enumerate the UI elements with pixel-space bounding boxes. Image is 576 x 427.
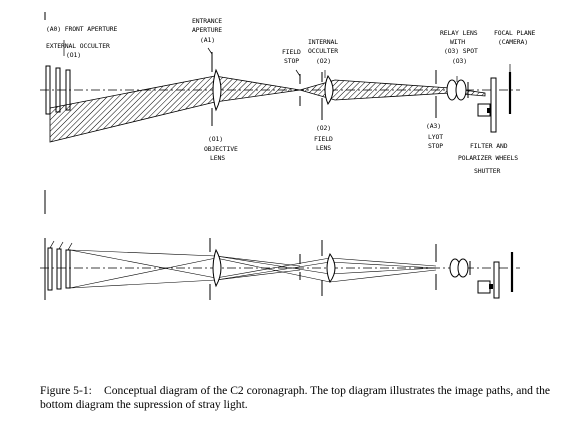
label-internal-occulter-2: OCCULTER — [308, 47, 338, 55]
shutter-mount — [487, 108, 491, 113]
relay-lens — [446, 79, 469, 101]
image-paths-diagram — [40, 12, 520, 214]
shutter-mount-bottom — [489, 284, 493, 289]
field-lens-bottom — [326, 252, 336, 284]
label-objective-1: OBJECTIVE — [204, 145, 238, 153]
figure-caption: Figure 5-1:Conceptual diagram of the C2 … — [40, 384, 570, 412]
stray-light-diagram — [40, 238, 520, 300]
label-external-occulter: EXTERNAL OCCULTER — [46, 42, 110, 50]
label-field-stop-2: STOP — [284, 57, 299, 65]
filter-wheel — [490, 77, 497, 133]
objective-lens — [212, 68, 222, 112]
label-internal-occulter-code: (O2) — [316, 57, 331, 65]
top-labels: (A0) FRONT APERTURE EXTERNAL OCCULTER (O… — [46, 17, 536, 175]
label-field-stop-1: FIELD — [282, 48, 301, 56]
label-lyot-1: LYOT — [428, 133, 443, 141]
stray-light-rays — [69, 249, 437, 289]
label-focal-plane: FOCAL PLANE — [494, 29, 535, 37]
label-lyot-code: (A3) — [426, 122, 441, 130]
label-internal-occulter-1: INTERNAL — [308, 38, 338, 46]
label-relay-lens-1: RELAY LENS — [440, 29, 478, 37]
label-entrance-1: ENTRANCE — [192, 17, 222, 25]
label-filter-1: FILTER AND — [470, 142, 508, 150]
relay-lens-bottom — [449, 258, 471, 278]
shutter-box-bottom — [477, 280, 491, 294]
label-shutter: SHUTTER — [474, 167, 500, 175]
label-field-lens-code: (O2) — [316, 124, 331, 132]
label-entrance-2: APERTURE — [192, 26, 222, 34]
label-field-lens-2: LENS — [316, 144, 331, 152]
label-objective-code: (O1) — [208, 135, 223, 143]
label-filter-2: POLARIZER WHEELS — [458, 154, 518, 162]
label-camera: (CAMERA) — [498, 38, 528, 46]
label-relay-lens-3: (O3) SPOT — [444, 47, 478, 55]
image-beam-hatched — [49, 75, 486, 143]
label-field-lens-1: FIELD — [314, 135, 333, 143]
label-external-occulter-code: (O1) — [66, 51, 81, 59]
figure-number: Figure 5-1: — [40, 384, 92, 397]
objective-lens-bottom — [212, 248, 222, 288]
label-front-aperture: (A0) FRONT APERTURE — [46, 25, 117, 33]
label-entrance-code: (A1) — [200, 36, 215, 44]
label-objective-2: LENS — [210, 154, 225, 162]
filter-wheel-bottom — [493, 261, 500, 299]
figure-caption-text: Conceptual diagram of the C2 coronagraph… — [40, 384, 551, 411]
label-relay-lens-2: WITH — [450, 38, 465, 46]
external-occulter-disks-bottom — [47, 240, 73, 291]
label-relay-lens-code: (O3) — [452, 57, 467, 65]
label-lyot-2: STOP — [428, 142, 443, 150]
field-lens — [324, 74, 334, 106]
